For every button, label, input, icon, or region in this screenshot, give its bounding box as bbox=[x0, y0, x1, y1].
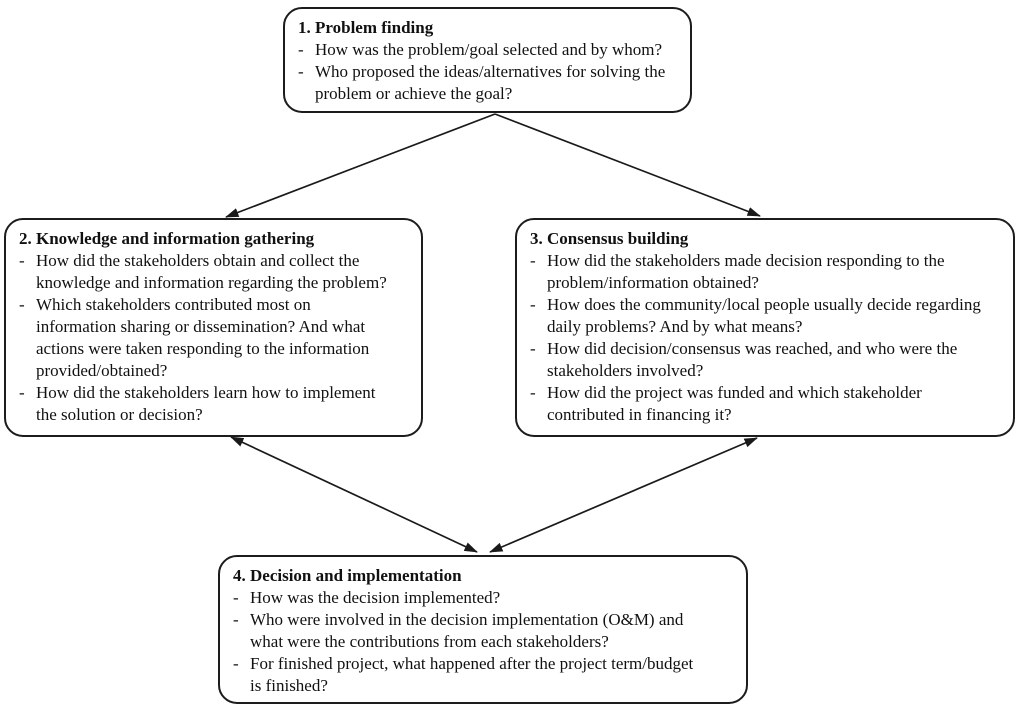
question-item: - How did the stakeholders learn how to … bbox=[19, 382, 416, 426]
box-title: 2. Knowledge and information gathering bbox=[19, 229, 315, 248]
arrow-1-to-3 bbox=[494, 113, 761, 217]
question-item: - How was the decision implemented? bbox=[233, 587, 741, 609]
box-1-problem-finding: 1. Problem finding - How was the problem… bbox=[283, 7, 692, 113]
question-item: - How did the stakeholders made decision… bbox=[530, 250, 1008, 294]
bullet-dash: - bbox=[19, 383, 25, 402]
question-text: Which stakeholders contributed most on i… bbox=[36, 295, 370, 380]
question-text: How did the stakeholders made decision r… bbox=[547, 251, 945, 292]
question-item: - How did decision/consensus was reached… bbox=[530, 338, 1008, 382]
box-4-decision-implementation: 4. Decision and implementation - How was… bbox=[218, 555, 748, 704]
bullet-dash: - bbox=[19, 251, 25, 270]
bullet-dash: - bbox=[19, 295, 25, 314]
question-text: How did the stakeholders learn how to im… bbox=[36, 383, 376, 424]
question-item: - How did the project was funded and whi… bbox=[530, 382, 1008, 426]
question-text: How did the stakeholders obtain and coll… bbox=[36, 251, 387, 292]
question-item: - How does the community/local people us… bbox=[530, 294, 1008, 338]
arrow-1-to-2 bbox=[225, 113, 496, 218]
box-title: 1. Problem finding bbox=[298, 18, 434, 37]
question-item: - Who proposed the ideas/alternatives fo… bbox=[298, 61, 685, 105]
bullet-dash: - bbox=[298, 62, 304, 81]
box-title: 4. Decision and implementation bbox=[233, 566, 462, 585]
question-item: - How did the stakeholders obtain and co… bbox=[19, 250, 416, 294]
question-text: Who were involved in the decision implem… bbox=[250, 610, 684, 651]
bullet-dash: - bbox=[530, 251, 536, 270]
bullet-dash: - bbox=[530, 383, 536, 402]
bullet-dash: - bbox=[530, 295, 536, 314]
question-text: How was the problem/goal selected and by… bbox=[315, 40, 662, 59]
bullet-dash: - bbox=[530, 339, 536, 358]
question-text: How did decision/consensus was reached, … bbox=[547, 339, 958, 380]
box-2-knowledge-gathering: 2. Knowledge and information gathering -… bbox=[4, 218, 423, 437]
question-item: - Who were involved in the decision impl… bbox=[233, 609, 741, 653]
question-text: How did the project was funded and which… bbox=[547, 383, 922, 424]
question-item: - For finished project, what happened af… bbox=[233, 653, 741, 697]
question-text: How does the community/local people usua… bbox=[547, 295, 981, 336]
question-text: For finished project, what happened afte… bbox=[250, 654, 694, 695]
bullet-dash: - bbox=[298, 40, 304, 59]
arrow-2-to-4 bbox=[230, 436, 478, 553]
question-item: - How was the problem/goal selected and … bbox=[298, 39, 685, 61]
bullet-dash: - bbox=[233, 588, 239, 607]
bullet-dash: - bbox=[233, 610, 239, 629]
bullet-dash: - bbox=[233, 654, 239, 673]
box-title: 3. Consensus building bbox=[530, 229, 689, 248]
arrow-3-to-4 bbox=[489, 437, 758, 553]
question-text: Who proposed the ideas/alternatives for … bbox=[315, 62, 666, 103]
box-3-consensus-building: 3. Consensus building - How did the stak… bbox=[515, 218, 1015, 437]
question-text: How was the decision implemented? bbox=[250, 588, 501, 607]
question-item: - Which stakeholders contributed most on… bbox=[19, 294, 416, 382]
